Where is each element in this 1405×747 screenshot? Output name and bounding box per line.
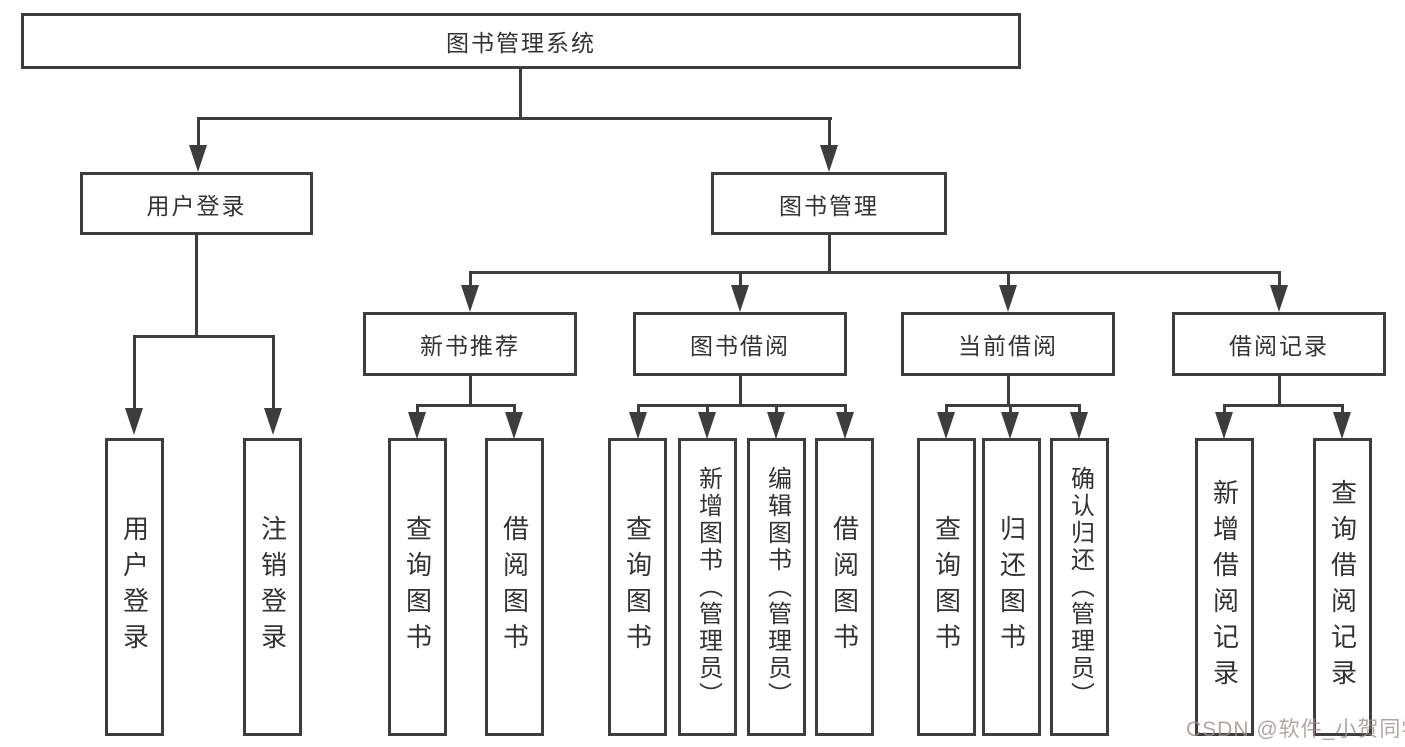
connector-line: [197, 117, 200, 146]
arrowhead-down-icon: [505, 412, 523, 439]
arrowhead-down-icon: [767, 412, 785, 439]
connector-line: [1278, 271, 1281, 287]
arrowhead-down-icon: [731, 285, 749, 312]
connector-line: [1078, 404, 1081, 416]
connector-line: [195, 235, 198, 337]
arrowhead-down-icon: [820, 145, 838, 172]
connector-line: [416, 404, 419, 416]
node-new-book-recommend: 新书推荐: [363, 312, 577, 376]
connector-line: [945, 404, 1080, 407]
node-borrow-records: 借阅记录: [1172, 312, 1386, 376]
connector-line: [513, 404, 516, 416]
csdn-watermark: CSDN @软件_小贺同学: [1186, 718, 1405, 741]
leaf-borrow-books-recommend: 借阅图书: [485, 438, 544, 736]
leaf-label: 确认归还（管理员）: [1066, 465, 1094, 709]
arrowhead-down-icon: [698, 412, 716, 439]
connector-line: [637, 404, 640, 416]
connector-line: [133, 335, 136, 410]
leaf-user-login: 用户登录: [105, 438, 164, 736]
connector-line: [1223, 404, 1226, 416]
leaf-label: 归还图书: [996, 515, 1027, 659]
connector-line: [945, 404, 948, 416]
node-user-login: 用户登录: [80, 172, 313, 235]
leaf-label: 注销登录: [257, 515, 288, 659]
leaf-query-books-recommend: 查询图书: [388, 438, 447, 736]
arrowhead-down-icon: [408, 412, 426, 439]
connector-line: [1009, 404, 1012, 416]
arrowhead-down-icon: [125, 408, 143, 435]
node-root: 图书管理系统: [21, 13, 1021, 69]
leaf-query-borrow-record: 查询借阅记录: [1313, 438, 1372, 736]
leaf-query-books-current: 查询图书: [917, 438, 976, 736]
leaf-add-book-admin: 新增图书（管理员）: [678, 438, 737, 736]
connector-line: [272, 335, 275, 410]
leaf-add-borrow-record: 新增借阅记录: [1195, 438, 1254, 736]
connector-line: [469, 376, 472, 406]
connector-line: [828, 117, 831, 146]
connector-line: [519, 69, 522, 118]
connector-line: [775, 404, 778, 416]
connector-line: [739, 271, 742, 287]
leaf-query-books-borrowing: 查询图书: [608, 438, 667, 736]
arrowhead-down-icon: [1333, 412, 1351, 439]
leaf-logout: 注销登录: [243, 438, 302, 736]
leaf-label: 新增借阅记录: [1209, 479, 1240, 695]
connector-line: [1341, 404, 1344, 416]
connector-line: [197, 117, 832, 120]
connector-line: [1007, 271, 1010, 287]
arrowhead-down-icon: [461, 285, 479, 312]
leaf-label: 查询图书: [931, 515, 962, 659]
connector-line: [1223, 404, 1344, 407]
leaf-label: 新增图书（管理员）: [694, 465, 722, 709]
leaf-label: 借阅图书: [829, 515, 860, 659]
leaf-edit-book-admin: 编辑图书（管理员）: [747, 438, 806, 736]
node-book-management: 图书管理: [711, 172, 947, 235]
leaf-label: 编辑图书（管理员）: [763, 465, 791, 709]
connector-line: [739, 376, 742, 406]
arrowhead-down-icon: [1001, 412, 1019, 439]
connector-line: [844, 404, 847, 416]
arrowhead-down-icon: [1070, 412, 1088, 439]
leaf-label: 用户登录: [119, 515, 150, 659]
connector-line: [637, 404, 846, 407]
leaf-label: 查询图书: [622, 515, 653, 659]
leaf-confirm-return-admin: 确认归还（管理员）: [1050, 438, 1109, 736]
arrowhead-down-icon: [264, 408, 282, 435]
leaf-label: 查询图书: [402, 515, 433, 659]
leaf-label: 查询借阅记录: [1327, 479, 1358, 695]
leaf-return-books: 归还图书: [982, 438, 1041, 736]
arrowhead-down-icon: [1215, 412, 1233, 439]
arrowhead-down-icon: [1270, 285, 1288, 312]
arrowhead-down-icon: [999, 285, 1017, 312]
leaf-label: 借阅图书: [499, 515, 530, 659]
connector-line: [828, 235, 831, 274]
connector-line: [469, 271, 472, 287]
connector-line: [706, 404, 709, 416]
node-current-borrowing: 当前借阅: [901, 312, 1115, 376]
arrowhead-down-icon: [629, 412, 647, 439]
arrowhead-down-icon: [937, 412, 955, 439]
connector-line: [416, 404, 516, 407]
arrowhead-down-icon: [189, 145, 207, 172]
leaf-borrow-books-borrowing: 借阅图书: [815, 438, 874, 736]
arrowhead-down-icon: [836, 412, 854, 439]
connector-line: [1278, 376, 1281, 406]
connector-line: [1007, 376, 1010, 406]
connector-line: [469, 271, 1281, 274]
node-book-borrowing: 图书借阅: [633, 312, 847, 376]
connector-line: [133, 335, 275, 338]
